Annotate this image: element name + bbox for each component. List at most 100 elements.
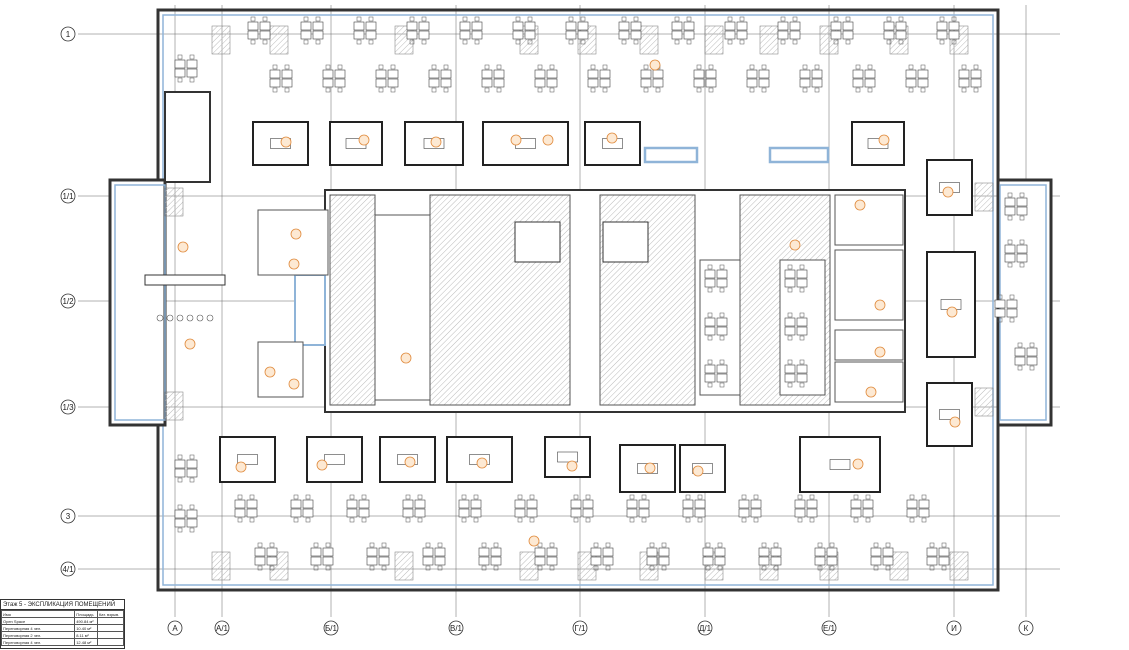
chair [717,542,723,548]
chair [705,565,711,571]
desk [254,547,266,557]
desk [1004,197,1016,207]
column-pillar [269,25,289,55]
desk [526,499,538,509]
desk [958,78,970,88]
chair [727,39,733,45]
chair [621,39,627,45]
desk-cluster [514,494,538,523]
chair [761,64,767,70]
chair [753,517,759,523]
desk [565,30,577,40]
desk [938,556,950,566]
desk [830,30,842,40]
desk [826,547,838,557]
chair [461,494,467,500]
desk [524,30,536,40]
desk [1004,244,1016,254]
chair [1029,342,1035,348]
desk-cluster [234,494,258,523]
desk [994,308,1006,318]
chair [462,39,468,45]
chair [707,382,713,388]
chair [814,87,820,93]
desk-cluster [310,542,334,571]
chair [799,359,805,365]
chair [517,517,523,523]
desk-cluster [704,264,728,293]
chair [929,542,935,548]
chair [708,87,714,93]
desk-cluster [646,542,670,571]
chair [481,542,487,548]
desk [534,69,546,79]
desk [704,364,716,374]
room-tag-marker [542,134,554,146]
desk [758,556,770,566]
column-pillar [164,391,184,421]
desk [905,78,917,88]
desk [406,30,418,40]
desk-cluster [174,454,198,483]
desk-cluster [784,264,808,293]
chair [349,517,355,523]
desk-cluster [459,16,483,45]
desk [716,364,728,374]
desk-cluster [799,64,823,93]
chair [580,39,586,45]
desk [796,317,808,327]
desk [266,556,278,566]
row-axis-bubble: 4/1 [60,561,76,577]
desk [353,21,365,31]
chair [177,54,183,60]
chair [641,494,647,500]
column-pillar [704,25,724,55]
desk [970,69,982,79]
desk [234,499,246,509]
desk-cluster [814,542,838,571]
chair [853,494,859,500]
chair [685,517,691,523]
chair [717,565,723,571]
column-pillar [949,551,969,581]
chair [787,359,793,365]
desk-cluster [428,64,452,93]
desk-cluster [290,494,314,523]
desk [882,556,894,566]
desk [1014,347,1026,357]
chair [405,517,411,523]
reception-seat [206,314,214,322]
chair [549,542,555,548]
desk [358,508,370,518]
desk [777,30,789,40]
desk [1006,308,1018,318]
desk [918,499,930,509]
desk [640,69,652,79]
col-axis-bubble: Г/1 [572,620,588,636]
desk [366,556,378,566]
legend-cell: 8.11 м² [74,631,98,639]
chair [643,64,649,70]
chair [885,542,891,548]
desk [590,556,602,566]
desk-cluster [784,359,808,388]
desk [577,21,589,31]
desk [602,547,614,557]
desk [471,30,483,40]
desk [658,556,670,566]
chair [641,517,647,523]
desk [514,508,526,518]
desk-cluster [353,16,377,45]
chair [655,87,661,93]
chair [753,494,759,500]
chair [886,16,892,22]
chair [568,16,574,22]
desk [948,30,960,40]
chair [590,64,596,70]
desk [702,556,714,566]
desk [830,21,842,31]
chair [920,64,926,70]
chair [580,16,586,22]
chair [802,64,808,70]
chair [390,64,396,70]
